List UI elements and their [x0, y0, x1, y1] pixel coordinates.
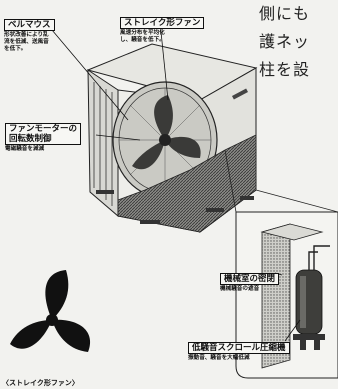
bellmouth-label: ベルマウス — [4, 19, 55, 31]
leader-lines — [51, 21, 301, 342]
side-line-3: 柱を設 — [259, 60, 311, 79]
callout-scroll-compressor: 低騒音スクロール圧縮機 振動音、騒音を大幅低減 — [188, 335, 290, 362]
bellmouth-desc: 形状改善により乱 流を低減、送風音 を低下。 — [4, 32, 49, 52]
side-line-1: 側にも — [259, 4, 311, 23]
machine-room-desc: 機械騒音の遮音 — [220, 286, 260, 292]
callout-strake-fan: ストレイク形ファン 風速分布を平均化 し、騒音を低下。 — [120, 10, 205, 44]
machine-room-label: 機械室の密閉 — [220, 273, 280, 285]
scroll-compressor-desc: 振動音、騒音を大幅低減 — [188, 355, 250, 361]
side-line-2: 護ネッ — [259, 32, 311, 51]
strake-fan-desc: 風速分布を平均化 し、騒音を低下。 — [120, 30, 165, 43]
fan-motor-label: ファンモーターの 回転数制御 — [5, 123, 82, 145]
body-text-fragment: 側にも 護ネッ 柱を設 — [259, 0, 310, 84]
fan-motor-desc: 電磁騒音を減減 — [5, 146, 45, 152]
callout-fan-motor: ファンモーターの 回転数制御 電磁騒音を減減 — [5, 123, 82, 153]
strake-fan-caption: 〈ストレイク形ファン〉 — [2, 379, 79, 387]
callout-bellmouth: ベルマウス 形状改善により乱 流を低減、送風音 を低下。 — [4, 12, 55, 53]
scroll-compressor-label: 低騒音スクロール圧縮機 — [188, 342, 290, 354]
outdoor-unit — [86, 43, 258, 233]
callout-machine-room: 機械室の密閉 機械騒音の遮音 — [220, 266, 280, 293]
cutaway-inset — [224, 149, 338, 379]
strake-fan-label: ストレイク形ファン — [120, 17, 205, 29]
strake-fan-detail — [10, 270, 91, 352]
